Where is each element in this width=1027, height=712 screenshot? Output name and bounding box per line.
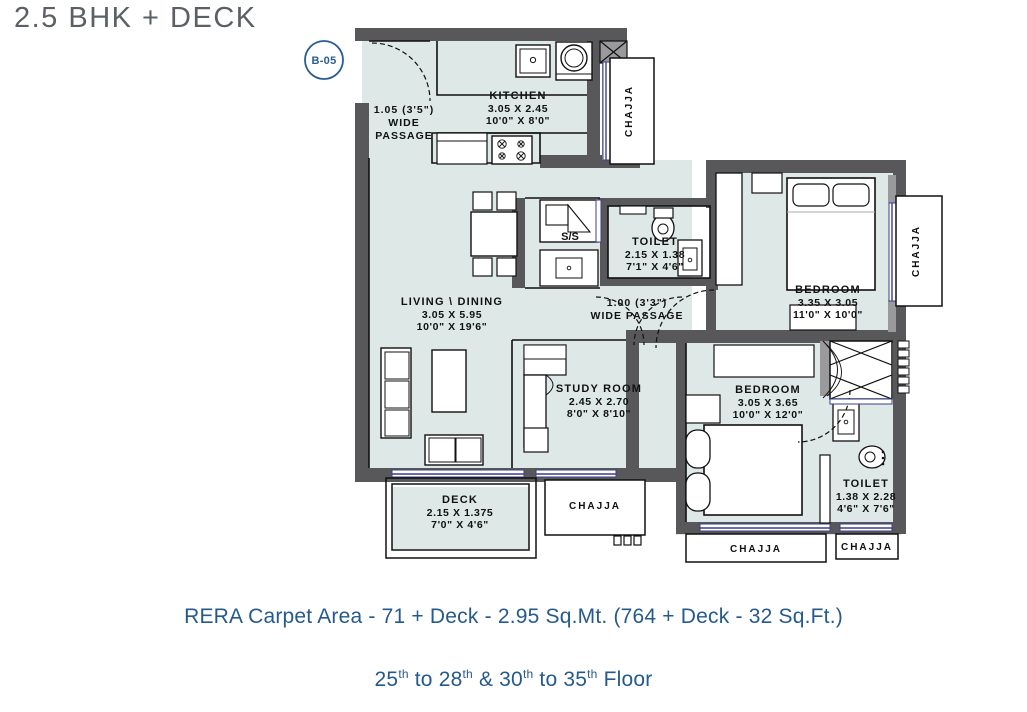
floor-mid-3: to 35 bbox=[533, 668, 588, 691]
room-dim-metric-bedroom1: 3.35 X 3.05 bbox=[798, 297, 858, 309]
room-dim-metric-living: 3.05 X 5.95 bbox=[422, 309, 482, 321]
room-dim-imperial-toilet1: 7'1" X 4'6" bbox=[626, 261, 684, 273]
room-dim-imperial-bedroom2: 10'0" X 12'0" bbox=[733, 409, 804, 421]
room-dim-imperial-study: 8'0" X 8'10" bbox=[567, 408, 631, 420]
chajja-label-study: CHAJJA bbox=[569, 501, 621, 512]
bedroom2-furniture bbox=[685, 344, 815, 516]
room-dim-metric-deck: 2.15 X 1.375 bbox=[427, 507, 494, 519]
floor-prefix: 25 bbox=[374, 668, 399, 691]
room-dim-metric-toilet2: 1.38 X 2.28 bbox=[836, 491, 896, 503]
room-label-kitchen: KITCHEN bbox=[489, 90, 546, 102]
partition-layer bbox=[368, 40, 711, 522]
kitchen-fixtures bbox=[436, 41, 593, 165]
floor-plan-container: S/S bbox=[304, 28, 943, 563]
floor-mid-1: to 28 bbox=[408, 668, 463, 691]
rera-carpet-area-text: RERA Carpet Area - 71 + Deck - 2.95 Sq.M… bbox=[184, 605, 843, 628]
unit-badge-circle bbox=[304, 40, 344, 80]
toilet1-fixtures bbox=[619, 205, 703, 277]
chajja-label-bedroom1: CHAJJA bbox=[911, 225, 922, 277]
grill-markers bbox=[613, 535, 642, 546]
chajja-outlines bbox=[544, 57, 943, 563]
room-dim-imperial-toilet2: 4'6" X 7'6" bbox=[837, 503, 895, 515]
passage2-line2: WIDE PASSAGE bbox=[591, 310, 684, 322]
footer: RERA Carpet Area - 71 + Deck - 2.95 Sq.M… bbox=[0, 605, 1027, 692]
passage2-width: 1.00 (3'3") bbox=[607, 297, 668, 309]
chajja-label-bedroom2: CHAJJA bbox=[730, 544, 782, 555]
chajja-label-kitchen: CHAJJA bbox=[624, 85, 635, 137]
room-label-deck: DECK bbox=[442, 494, 478, 506]
toilet2-fixtures bbox=[819, 402, 886, 524]
floor-mid-2: & 30 bbox=[472, 668, 523, 691]
chajja-labels: CHAJJA CHAJJA CHAJJA CHAJJA CHAJJA bbox=[569, 85, 922, 555]
page-title: 2.5 BHK + DECK bbox=[14, 2, 257, 34]
room-label-study: STUDY ROOM bbox=[556, 383, 642, 395]
room-label-living-dining: LIVING \ DINING bbox=[401, 296, 503, 308]
room-dim-metric-toilet1: 2.15 X 1.38 bbox=[625, 249, 685, 261]
chajja-label-toilet2: CHAJJA bbox=[841, 542, 893, 553]
room-label-toilet2: TOILET bbox=[843, 478, 889, 490]
unit-badge[interactable]: B-05 bbox=[304, 40, 344, 80]
room-dim-imperial-kitchen: 10'0" X 8'0" bbox=[486, 115, 550, 127]
floor-range-text: 25th to 28th & 30th to 35th Floor bbox=[0, 667, 1027, 692]
floor-plan-drawing: S/S bbox=[304, 28, 943, 563]
floor-sup-3: th bbox=[522, 667, 534, 681]
glazing-layer bbox=[391, 61, 897, 532]
deck-outline bbox=[385, 477, 537, 559]
room-dim-metric-kitchen: 3.05 X 2.45 bbox=[488, 103, 548, 115]
wardrobe-duct bbox=[599, 40, 910, 400]
room-dim-metric-bedroom2: 3.05 X 3.65 bbox=[738, 397, 798, 409]
room-labels: KITCHEN 3.05 X 2.45 10'0" X 8'0" LIVING … bbox=[401, 90, 896, 531]
floor-sup-2: th bbox=[462, 667, 473, 681]
living-furniture bbox=[380, 191, 518, 466]
room-label-bedroom1: BEDROOM bbox=[795, 284, 861, 296]
room-label-toilet1: TOILET bbox=[632, 236, 678, 248]
service-slab-area: S/S bbox=[539, 199, 599, 287]
bedroom1-furniture bbox=[715, 172, 876, 331]
passage1-line3: PASSAGE bbox=[375, 130, 433, 142]
passage1-width: 1.05 (3'5") bbox=[374, 104, 435, 116]
unit-badge-label: B-05 bbox=[311, 55, 336, 67]
room-dim-imperial-deck: 7'0" X 4'6" bbox=[431, 519, 489, 531]
passage-labels: 1.05 (3'5") WIDE PASSAGE 1.00 (3'3") WID… bbox=[374, 104, 684, 322]
passage1-line2: WIDE bbox=[388, 117, 419, 129]
service-slab-label: S/S bbox=[561, 231, 579, 243]
floor-sup-1: th bbox=[398, 667, 409, 681]
floor-sup-4: th bbox=[587, 667, 598, 681]
study-furniture bbox=[523, 344, 567, 453]
room-dim-metric-study: 2.45 X 2.70 bbox=[569, 396, 629, 408]
room-label-bedroom2: BEDROOM bbox=[735, 384, 801, 396]
room-dim-imperial-living: 10'0" X 19'6" bbox=[417, 321, 488, 333]
room-dim-imperial-bedroom1: 11'0" X 10'0" bbox=[793, 309, 863, 321]
floor-suffix: Floor bbox=[597, 668, 653, 691]
